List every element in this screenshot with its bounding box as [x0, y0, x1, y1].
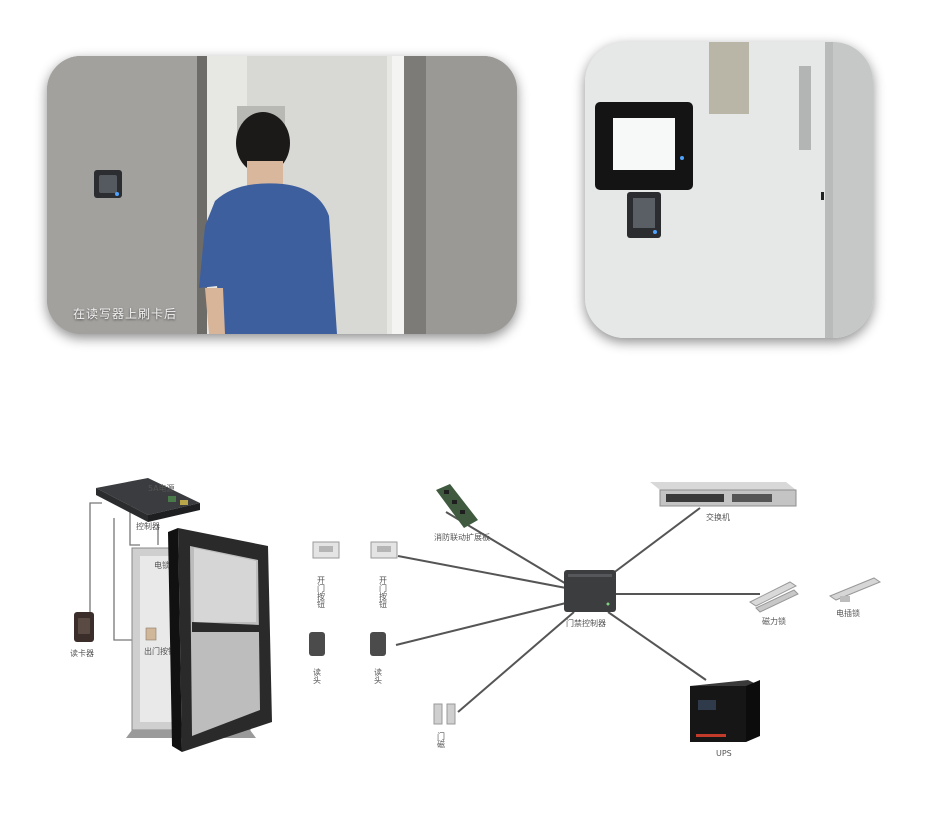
label-reader-head-2: 读头 — [374, 667, 383, 685]
wall-panel — [709, 42, 749, 114]
door-frame — [126, 547, 256, 738]
network-switch — [650, 482, 797, 507]
label-door-button-2: 开门按钮 — [379, 576, 388, 609]
reader-head-1 — [309, 632, 325, 656]
label-electric-bolt: 电插锁 — [836, 608, 860, 618]
line-reader-head — [395, 602, 567, 646]
label-door-sensor: 门磁 — [437, 731, 446, 748]
label-power-box: 5A电源 — [148, 483, 175, 493]
diagram-connections — [395, 507, 760, 713]
line-switch — [611, 507, 701, 575]
line-fire-link — [445, 511, 569, 586]
label-reader-head-1: 读头 — [313, 667, 322, 685]
label-controller-box: 控制器 — [136, 521, 160, 531]
fire-link-board — [436, 484, 478, 528]
magnetic-lock — [749, 581, 799, 613]
door-button-1 — [312, 541, 340, 559]
photo-card-swipe-scene — [47, 56, 517, 334]
label-lock: 电锁 — [154, 560, 170, 570]
label-door-button-1: 开门按钮 — [317, 576, 326, 609]
label-switch: 交换机 — [706, 512, 730, 522]
photo-card-swipe: 在读写器上刷卡后 — [47, 56, 517, 334]
label-card-reader: 读卡器 — [70, 648, 94, 658]
reader-head-2 — [370, 632, 386, 656]
photo-wall-terminal — [585, 42, 873, 338]
line-door-button — [397, 555, 567, 589]
card-reader — [74, 612, 94, 642]
door-button-2 — [370, 541, 398, 559]
door-controller — [564, 570, 616, 612]
exit-button — [145, 627, 157, 641]
photo-wall-terminal-scene — [585, 42, 873, 338]
line-ups — [607, 611, 707, 681]
label-exit-button: 出门按钮 — [144, 646, 176, 656]
person-shirt — [199, 183, 337, 334]
door-leaf — [168, 528, 272, 752]
ups-unit — [690, 680, 760, 742]
line-door-sensor — [457, 611, 575, 713]
door-sensor — [433, 703, 456, 725]
person-head — [236, 112, 290, 174]
label-fire-link: 消防联动扩展板 — [434, 532, 490, 542]
photo-caption: 在读写器上刷卡后 — [73, 307, 178, 321]
label-door-controller: 门禁控制器 — [566, 618, 606, 628]
label-ups: UPS — [716, 749, 732, 758]
door-wires — [89, 502, 159, 641]
electric-bolt — [828, 577, 882, 602]
label-magnetic-lock: 磁力锁 — [762, 616, 786, 626]
power-box — [96, 478, 200, 522]
